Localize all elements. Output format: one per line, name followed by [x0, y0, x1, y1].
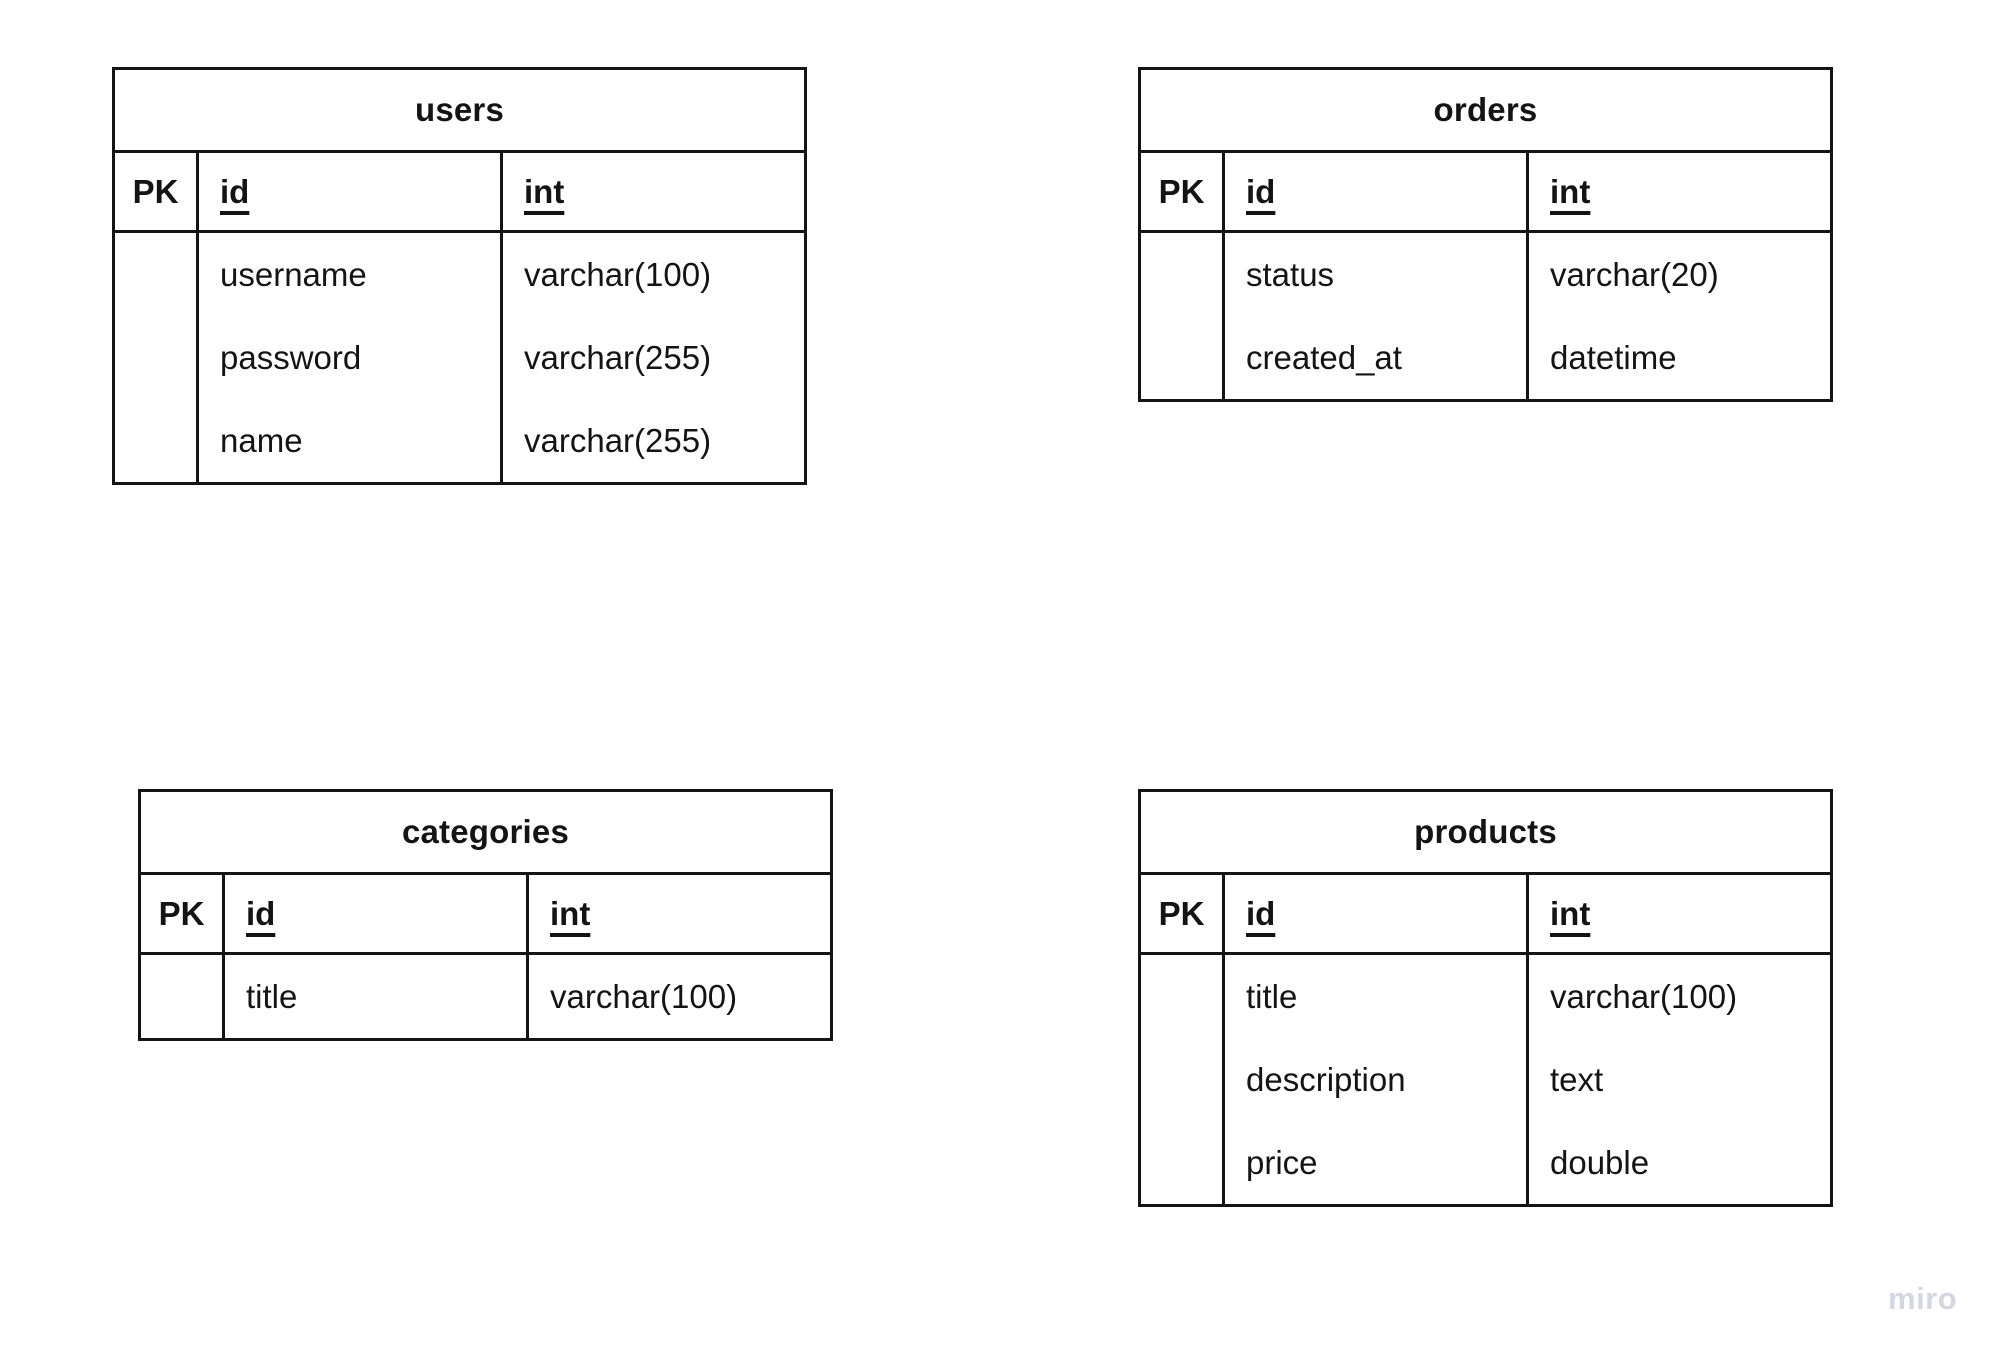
entity-table-users[interactable]: users PK id int username password name v… — [112, 67, 807, 485]
pk-header-cell: PK — [1141, 875, 1225, 955]
entity-columns: PK id int title varchar(100) — [141, 875, 830, 1038]
entity-title: products — [1141, 792, 1830, 875]
entity-columns: PK id int status created_at varchar(20) … — [1141, 153, 1830, 399]
pk-attr-type-cell: int — [529, 875, 830, 955]
pk-attr-type-cell: int — [1529, 875, 1830, 955]
pk-attr-name: id — [1246, 172, 1276, 210]
attribute-type: varchar(100) — [550, 978, 738, 1015]
pk-header-cell: PK — [115, 153, 199, 233]
attribute-name: price — [1246, 1144, 1318, 1181]
attribute-name: password — [220, 339, 362, 376]
entity-title: orders — [1141, 70, 1830, 153]
pk-header-cell: PK — [1141, 153, 1225, 233]
pk-body-cell — [141, 955, 225, 1038]
pk-header-cell: PK — [141, 875, 225, 955]
pk-attr-name-cell: id — [225, 875, 529, 955]
pk-attr-type-cell: int — [503, 153, 804, 233]
attribute-type: text — [1550, 1061, 1604, 1098]
attribute-type: varchar(255) — [524, 422, 712, 459]
pk-attr-name-cell: id — [1225, 153, 1529, 233]
entity-table-categories[interactable]: categories PK id int title varchar(100) — [138, 789, 833, 1041]
pk-attr-type: int — [1550, 172, 1591, 210]
entity-title: users — [115, 70, 804, 153]
attribute-name: title — [1246, 978, 1298, 1015]
pk-body-cell — [1141, 233, 1225, 399]
pk-attr-type-cell: int — [1529, 153, 1830, 233]
pk-attr-type: int — [1550, 894, 1591, 932]
attribute-name: status — [1246, 256, 1335, 293]
pk-attr-name: id — [1246, 894, 1276, 932]
pk-attr-type: int — [524, 172, 565, 210]
pk-body-cell — [1141, 955, 1225, 1204]
pk-attr-type: int — [550, 894, 591, 932]
entity-table-products[interactable]: products PK id int title description pri… — [1138, 789, 1833, 1207]
attr-body-cell: username password name — [199, 233, 503, 482]
attribute-name: name — [220, 422, 303, 459]
pk-body-cell — [115, 233, 199, 482]
entity-table-orders[interactable]: orders PK id int status created_at varch… — [1138, 67, 1833, 402]
type-body-cell: varchar(100) varchar(255) varchar(255) — [503, 233, 804, 482]
pk-attr-name-cell: id — [1225, 875, 1529, 955]
pk-attr-name-cell: id — [199, 153, 503, 233]
attr-body-cell: status created_at — [1225, 233, 1529, 399]
attribute-type: varchar(255) — [524, 339, 712, 376]
attribute-name: username — [220, 256, 367, 293]
attribute-name: created_at — [1246, 339, 1402, 376]
pk-attr-name: id — [246, 894, 276, 932]
entity-columns: PK id int title description price varcha… — [1141, 875, 1830, 1204]
type-body-cell: varchar(100) text double — [1529, 955, 1830, 1204]
entity-title: categories — [141, 792, 830, 875]
pk-attr-name: id — [220, 172, 250, 210]
attribute-type: varchar(100) — [524, 256, 712, 293]
miro-logo-watermark[interactable]: miro — [1888, 1281, 1958, 1316]
attr-body-cell: title description price — [1225, 955, 1529, 1204]
attribute-type: datetime — [1550, 339, 1677, 376]
attribute-name: title — [246, 978, 298, 1015]
entity-columns: PK id int username password name varchar… — [115, 153, 804, 482]
attribute-name: description — [1246, 1061, 1406, 1098]
attribute-type: varchar(100) — [1550, 978, 1738, 1015]
type-body-cell: varchar(100) — [529, 955, 830, 1038]
attr-body-cell: title — [225, 955, 529, 1038]
attribute-type: double — [1550, 1144, 1650, 1181]
type-body-cell: varchar(20) datetime — [1529, 233, 1830, 399]
attribute-type: varchar(20) — [1550, 256, 1719, 293]
